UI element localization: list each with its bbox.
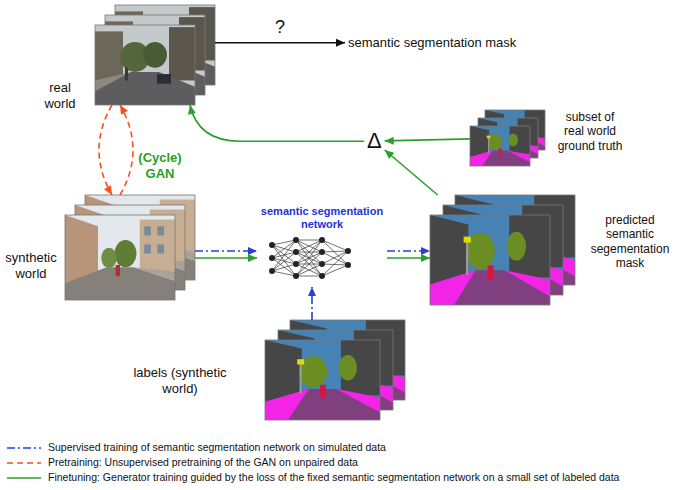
mask-stack — [470, 110, 545, 166]
node-label: semantic segmentation network — [257, 205, 387, 231]
node-label: subset of real world ground truth — [555, 110, 625, 153]
label-group: semantic segmentation network — [257, 205, 387, 231]
connector-line — [120, 105, 133, 195]
node-label: Δ — [367, 128, 382, 154]
mask-stack — [265, 320, 405, 420]
connector — [120, 105, 133, 195]
legend: Supervised training of semantic segmenta… — [6, 440, 619, 485]
arrowhead — [104, 185, 112, 195]
mask-stack — [430, 195, 575, 305]
node-label: labels (synthetic world) — [130, 365, 230, 396]
node-label: semantic segmentation mask — [348, 35, 516, 51]
legend-line-sample — [6, 473, 42, 483]
connector-line — [385, 150, 438, 195]
label-group: labels (synthetic world) — [130, 365, 230, 396]
connector-line — [99, 105, 112, 195]
annotation-label: (Cycle) GAN — [128, 150, 192, 181]
node-label: predicted semantic segementation mask — [585, 213, 675, 271]
arrowhead — [248, 247, 257, 255]
arrowhead — [248, 254, 257, 262]
legend-line-sample — [6, 458, 42, 468]
connector — [195, 247, 257, 255]
image-stack: subset of real world ground truth — [470, 110, 545, 166]
connector-line — [190, 105, 364, 141]
synthetic-frame — [65, 215, 175, 300]
frame-border — [430, 215, 550, 305]
legend-line-sample — [6, 443, 42, 453]
arrowhead — [120, 105, 128, 115]
frame-border — [470, 126, 530, 166]
image-stack: predicted semantic segementation mask — [430, 195, 575, 305]
mask-frame — [430, 215, 550, 305]
connector — [215, 39, 345, 47]
label-group: synthetic world — [2, 250, 60, 281]
label-group: real world — [35, 80, 85, 111]
arrowhead — [385, 137, 394, 145]
connector — [387, 254, 430, 262]
image-stack: labels (synthetic world) — [265, 320, 405, 420]
legend-row: Supervised training of semantic segmenta… — [6, 440, 619, 455]
frame-border — [265, 340, 380, 420]
connector — [99, 105, 112, 195]
arrowhead — [336, 39, 345, 47]
legend-text: Supervised training of semantic segmenta… — [48, 441, 386, 454]
legend-line — [7, 447, 41, 449]
connector-line — [195, 257, 257, 259]
connector — [385, 137, 470, 145]
photo-stack — [95, 5, 215, 105]
mask-frame — [470, 126, 530, 166]
network-links — [272, 240, 348, 276]
arrowhead — [385, 150, 395, 159]
arrowhead — [308, 287, 316, 296]
loss-node: Δ — [364, 127, 385, 155]
edge-label: ? — [273, 17, 287, 39]
legend-line — [7, 462, 41, 464]
arrowhead — [421, 254, 430, 262]
frame-border — [95, 25, 195, 105]
network-node: semantic segmentation network — [257, 205, 387, 287]
connector — [387, 247, 430, 255]
connector — [188, 105, 364, 141]
node-label: synthetic world — [2, 250, 60, 281]
image-stack: real world — [95, 5, 215, 105]
network-icon — [269, 237, 351, 279]
connector — [195, 254, 257, 262]
legend-text: Pretraining: Unsupervised pretraining of… — [48, 456, 358, 469]
frame-border — [65, 215, 175, 300]
node-label: real world — [35, 80, 85, 111]
image-stack: synthetic world — [65, 195, 195, 300]
connector — [385, 150, 438, 195]
label-group: predicted semantic segementation mask — [585, 213, 675, 271]
connector — [308, 287, 316, 320]
legend-line — [7, 477, 41, 479]
connector-line — [215, 42, 345, 44]
synthetic-stack — [65, 195, 195, 300]
arrowhead — [421, 247, 430, 255]
label-group: subset of real world ground truth — [555, 110, 625, 153]
output-label: semantic segmentation mask — [345, 34, 519, 52]
network-neurons — [269, 237, 351, 279]
legend-row: Pretraining: Unsupervised pretraining of… — [6, 455, 619, 470]
connector-line — [385, 139, 470, 141]
legend-text: Finetuning: Generator training guided by… — [48, 471, 619, 484]
legend-row: Finetuning: Generator training guided by… — [6, 470, 619, 485]
mask-frame — [265, 340, 380, 420]
photo-frame — [95, 25, 195, 105]
connector-line — [195, 250, 257, 252]
arrowhead — [188, 105, 196, 115]
